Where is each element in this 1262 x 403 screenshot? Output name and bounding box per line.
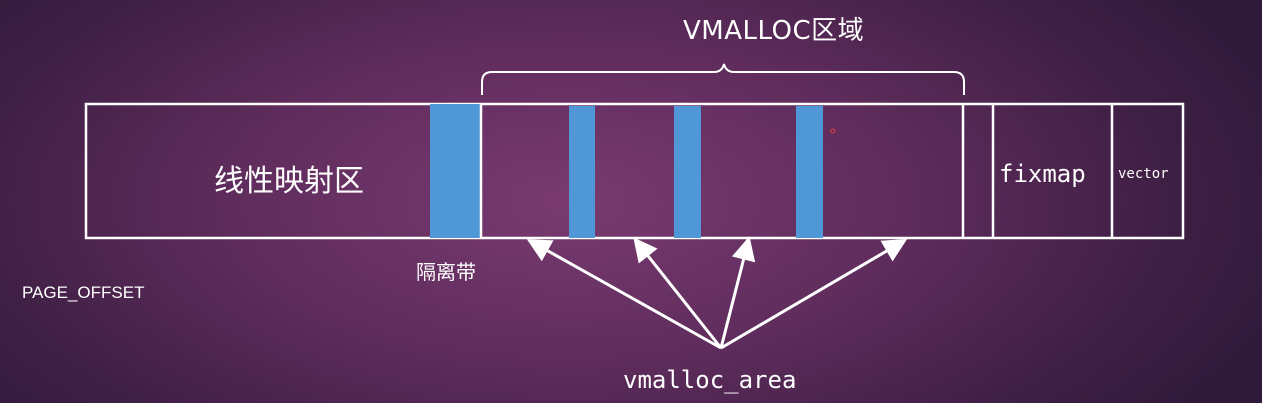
arrow-to-area-4 (720, 238, 908, 350)
vmalloc-area-label: vmalloc_area (623, 366, 797, 394)
marker-dot (830, 128, 836, 134)
vmalloc-region-brace (481, 63, 965, 95)
fixmap-label: fixmap (999, 160, 1086, 188)
guard-gap-block (430, 104, 480, 238)
vmalloc-gap-block-2 (674, 106, 701, 238)
vector-label: vector (1118, 166, 1169, 182)
vmalloc-gap-block-1 (569, 106, 595, 238)
arrow-to-area-3 (719, 236, 756, 349)
vmalloc-gap-block-3 (796, 106, 823, 238)
page-offset-label: PAGE_OFFSET (22, 283, 145, 302)
linear-mapping-label: 线性映射区 (214, 164, 364, 199)
vmalloc-area-arrows (526, 236, 908, 350)
arrow-to-area-2 (633, 237, 723, 349)
vmalloc-region-title: VMALLOC区域 (683, 16, 865, 46)
arrow-to-area-1 (526, 239, 722, 350)
guard-gap-label: 隔离带 (416, 260, 476, 284)
